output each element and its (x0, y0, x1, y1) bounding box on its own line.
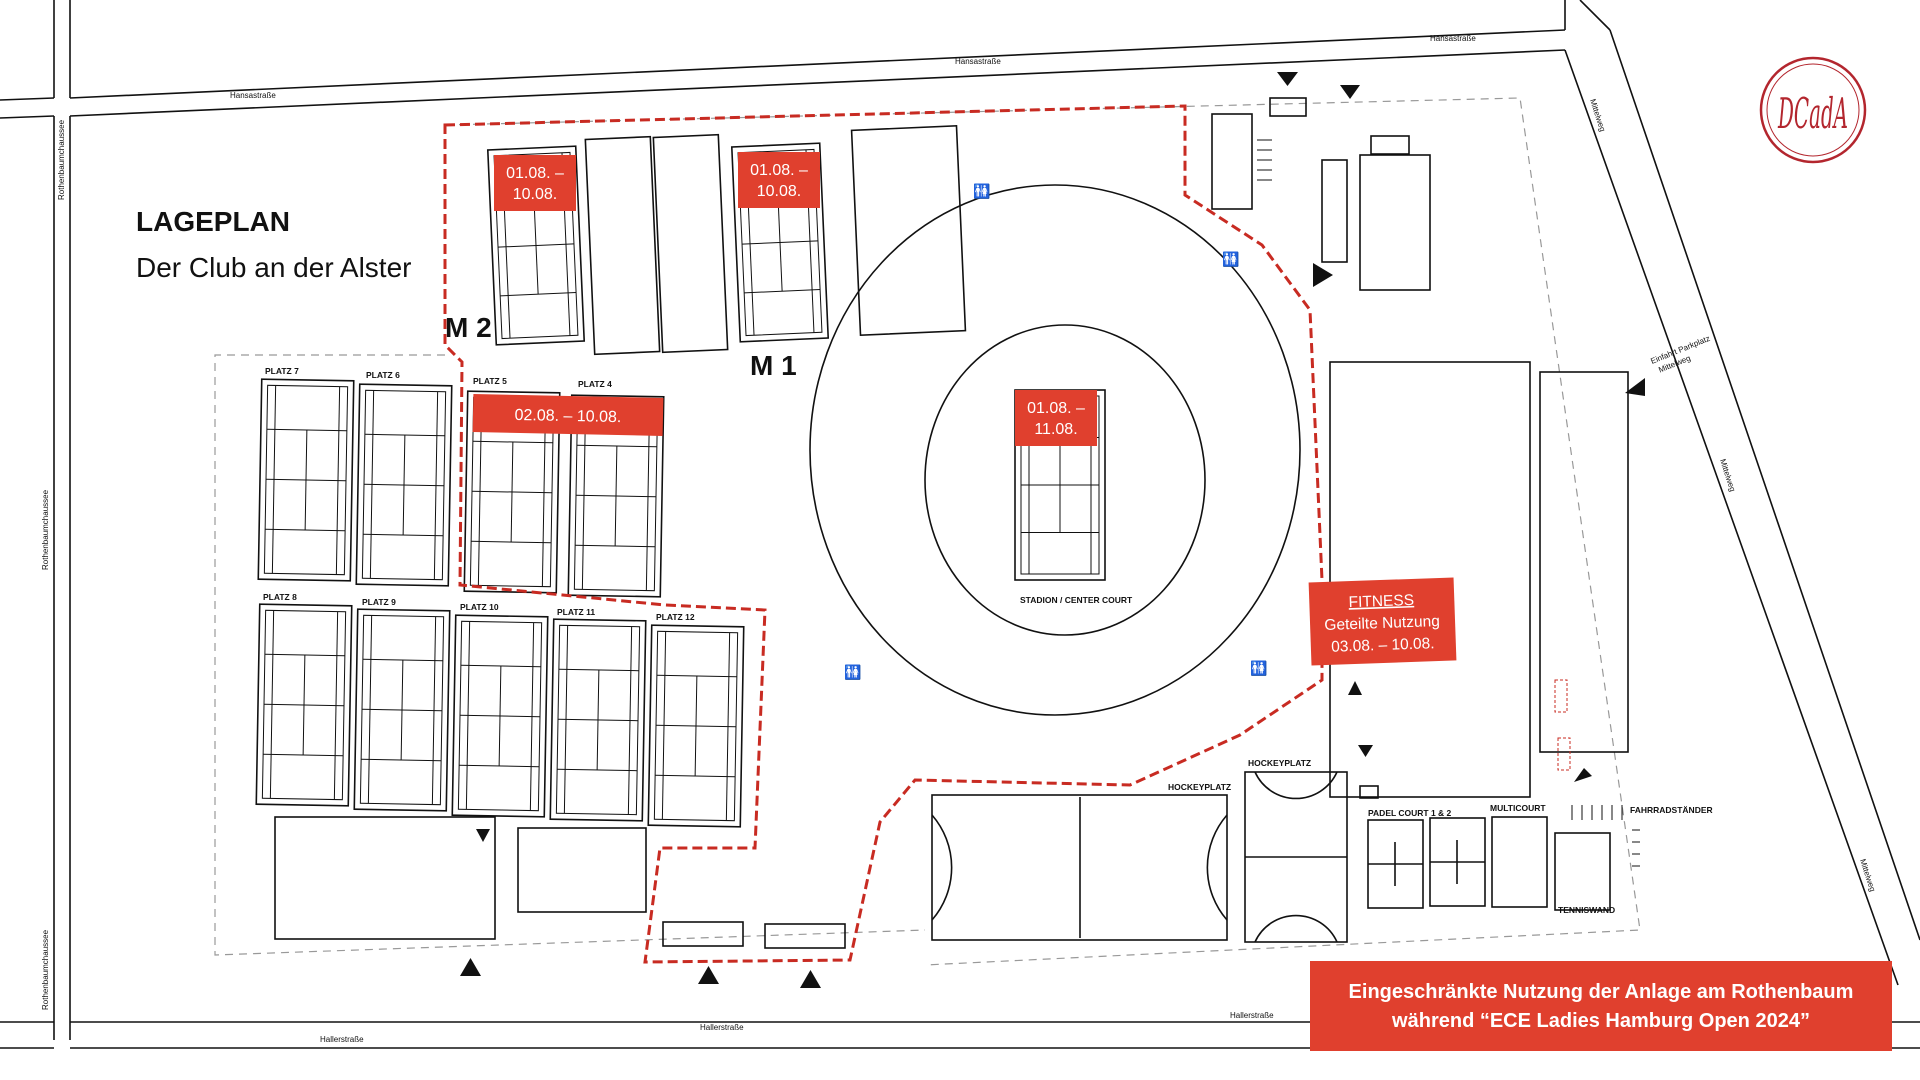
padel-label: PADEL COURT 1 & 2 (1368, 808, 1452, 818)
street-label-hansastrasse-west: Hansastraße (230, 91, 276, 100)
toilet-icon: 🚻 (1250, 660, 1267, 677)
street-label-rothenbaum-1: Rothenbaumchaussee (57, 119, 66, 200)
tennis-court (355, 383, 453, 587)
stadium-label: STADION / CENTER COURT (1020, 595, 1133, 605)
court-label-platz8: PLATZ 8 (263, 592, 297, 602)
court-label-platz10: PLATZ 10 (460, 602, 499, 612)
tennis-court (255, 603, 353, 807)
notice-box: Eingeschränkte Nutzung der Anlage am Rot… (1310, 961, 1892, 1051)
area-label-m1: M 1 (750, 350, 797, 381)
svg-text:02.08. – 10.08.: 02.08. – 10.08. (514, 407, 621, 426)
court-label-platz7: PLATZ 7 (265, 366, 299, 376)
street-label-hansastrasse-east: Hansastraße (1430, 34, 1476, 43)
arrow-down-icon (1358, 745, 1373, 757)
notice-line-2: während “ECE Ladies Hamburg Open 2024” (1391, 1010, 1810, 1032)
toilet-icons: 🚻 🚻 🚻 🚻 (844, 183, 1267, 681)
toilet-icon: 🚻 (973, 183, 990, 200)
svg-text:10.08.: 10.08. (513, 186, 557, 203)
stadium (809, 184, 1301, 716)
date-tag-m1: 01.08. – 10.08. (738, 152, 820, 208)
tennis-court (647, 624, 745, 828)
club-logo: DCadA (1759, 56, 1867, 164)
fitness-title: FITNESS (1348, 592, 1414, 611)
tennis-court (257, 378, 355, 582)
parking-entrance-label: Einfahrt Parkplatz Mittelweg (1649, 333, 1717, 376)
street-label-mittelweg-1: Mittelweg (1588, 98, 1607, 133)
street-label-rothenbaum-2: Rothenbaumchaussee (41, 489, 50, 570)
road-network (0, 0, 1920, 1049)
court-label-platz5: PLATZ 5 (473, 376, 507, 386)
sports-field (850, 124, 967, 337)
svg-text:01.08. –: 01.08. – (506, 165, 564, 182)
svg-text:01.08. –: 01.08. – (750, 162, 808, 179)
arrow-down-icon (1277, 72, 1298, 86)
arrow-up-icon (800, 970, 821, 988)
arrow-up-icon (460, 958, 481, 976)
toilet-icon: 🚻 (1222, 251, 1239, 268)
arrow-up-icon (698, 966, 719, 984)
buildings (274, 97, 1629, 949)
map-subtitle: Der Club an der Alster (136, 252, 411, 283)
street-label-hallerstrasse-1: Hallerstraße (320, 1035, 364, 1044)
svg-text:11.08.: 11.08. (1034, 421, 1077, 438)
toilet-icon: 🚻 (844, 664, 861, 681)
date-tag-m2: 01.08. – 10.08. (494, 155, 576, 211)
hockey-label-2: HOCKEYPLATZ (1248, 758, 1311, 768)
padel-courts (1367, 817, 1486, 909)
fitness-dates: 03.08. – 10.08. (1331, 635, 1435, 656)
court-label-platz6: PLATZ 6 (366, 370, 400, 380)
arrow-left-icon (1625, 378, 1645, 396)
property-boundary (214, 97, 1641, 966)
hockey-field-1 (931, 794, 1228, 941)
street-label-hansastrasse: Hansastraße (955, 57, 1001, 66)
svg-text:10.08.: 10.08. (757, 183, 801, 200)
fitness-usage: Geteilte Nutzung (1324, 613, 1440, 634)
fitness-box: FITNESS Geteilte Nutzung 03.08. – 10.08. (1308, 577, 1457, 666)
street-label-mittelweg-3: Mittelweg (1858, 858, 1877, 893)
arrow-up-icon (1574, 768, 1592, 782)
area-label-m2: M 2 (445, 312, 492, 343)
courts-layer (255, 124, 1106, 828)
svg-text:01.08. –: 01.08. – (1027, 400, 1085, 417)
multicourt-label: MULTICOURT (1490, 803, 1546, 813)
date-tag-stadium: 01.08. – 11.08. (1015, 390, 1097, 446)
entrance-arrows (460, 72, 1645, 988)
arrow-down-icon (476, 829, 490, 842)
court-label-platz4: PLATZ 4 (578, 379, 612, 389)
arrow-up-icon (1348, 681, 1362, 695)
date-tag-platz-4-5: 02.08. – 10.08. (472, 394, 664, 436)
tennis-court (353, 608, 451, 812)
court-label-platz12: PLATZ 12 (656, 612, 695, 622)
tennis-court (451, 614, 549, 818)
street-label-rothenbaum-3: Rothenbaumchaussee (41, 929, 50, 1010)
court-label-platz11: PLATZ 11 (557, 607, 595, 617)
map-title: LAGEPLAN (136, 206, 290, 237)
street-label-hallerstrasse-3: Hallerstraße (1230, 1011, 1274, 1020)
tenniswand-label: TENNISWAND (1558, 905, 1615, 915)
sports-field (584, 135, 661, 356)
court-label-platz9: PLATZ 9 (362, 597, 396, 607)
fahrradstaender-label: FAHRRADSTÄNDER (1630, 805, 1713, 815)
arrow-down-icon (1340, 85, 1360, 99)
hockey-field-2 (1244, 771, 1348, 943)
hockey-label-1: HOCKEYPLATZ (1168, 782, 1231, 792)
multicourt (1491, 816, 1548, 908)
notice-line-1: Eingeschränkte Nutzung der Anlage am Rot… (1349, 981, 1854, 1003)
logo-monogram: DCadA (1778, 89, 1848, 138)
arrow-right-icon (1313, 263, 1333, 287)
sports-field (652, 133, 729, 354)
parking-marks (1257, 139, 1640, 867)
restricted-area-boundary (443, 104, 1324, 964)
small-dashed-marks (1554, 679, 1571, 771)
tennis-court (549, 618, 647, 822)
street-label-hallerstrasse-2: Hallerstraße (700, 1023, 744, 1032)
